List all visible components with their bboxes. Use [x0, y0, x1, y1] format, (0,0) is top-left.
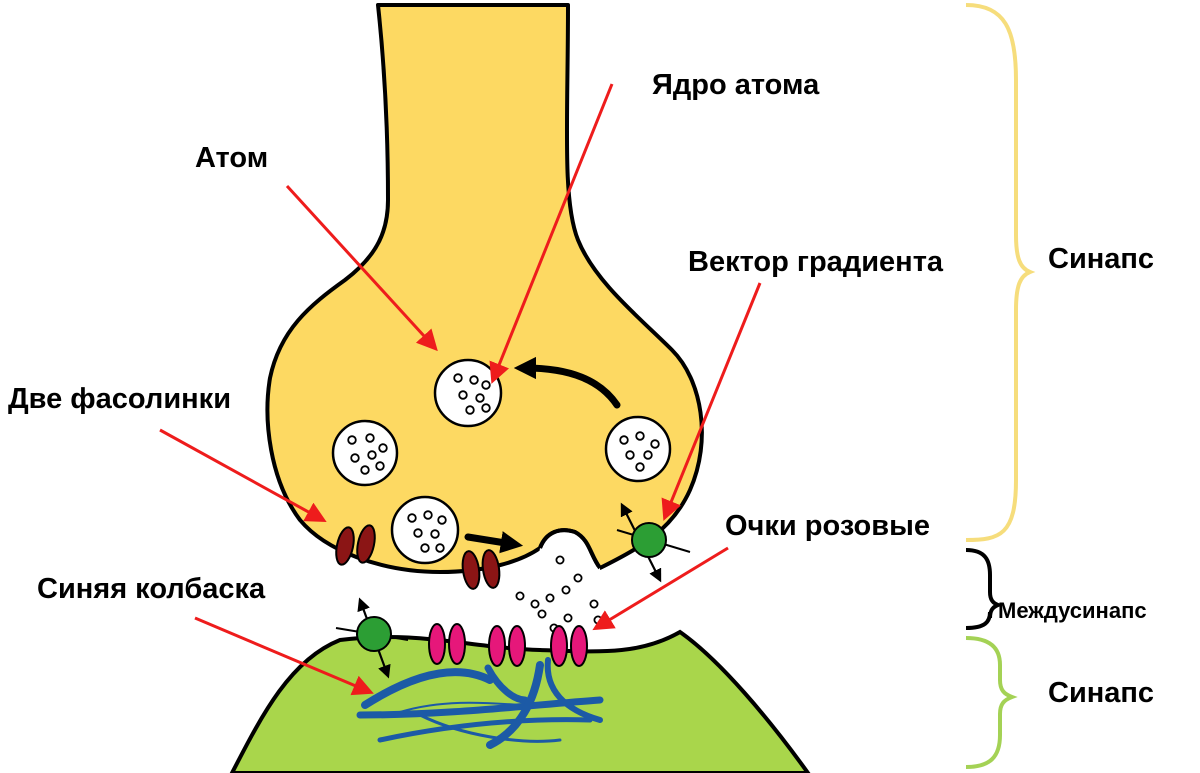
label-atom: Атом [195, 142, 268, 174]
dark-red-beans-left [335, 524, 376, 566]
dark-red-beans-right [461, 549, 501, 590]
annotation-arrows [159, 83, 762, 696]
vesicle-left [331, 419, 399, 487]
pink-receptors [428, 623, 588, 667]
vesicle-bottom [390, 495, 460, 565]
fusing-vesicle [538, 548, 601, 593]
transporter-pre [616, 502, 691, 583]
label-two-beans: Две фасолинки [8, 383, 231, 415]
presynaptic-terminal [265, 3, 704, 574]
label-intersynapse: Междусинапс [998, 598, 1147, 623]
label-synapse-bottom: Синапс [1048, 677, 1154, 709]
recycle-arrow [513, 356, 621, 409]
label-gradient-vector: Вектор градиента [688, 246, 944, 278]
vesicle-top [433, 358, 503, 428]
brace-synapse-top [965, 3, 1036, 542]
transporter-post [335, 597, 409, 679]
label-blue-sausage: Синяя колбаска [37, 573, 266, 605]
brace-synapse-bottom [965, 636, 1018, 769]
label-nucleus: Ядро атома [652, 69, 820, 101]
brace-intersynapse [965, 548, 1004, 630]
cytoskeleton-fibers [356, 657, 604, 749]
label-synapse-top: Синапс [1048, 243, 1154, 275]
fusion-arrow [464, 531, 524, 554]
vesicle-right [604, 415, 672, 483]
label-pink-glasses: Очки розовые [725, 510, 930, 542]
